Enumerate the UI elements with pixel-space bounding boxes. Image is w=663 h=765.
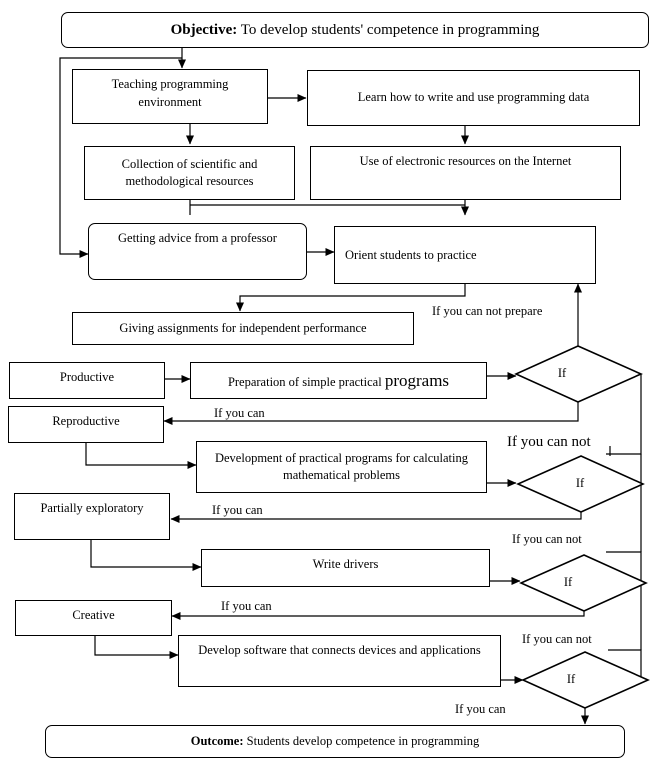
arrow-objective-to-advice <box>59 57 182 258</box>
assignments-label: Giving assignments for independent perfo… <box>119 320 367 335</box>
level-partially-box: Partially exploratory <box>14 493 170 540</box>
level-reproductive-box: Reproductive <box>8 406 164 443</box>
level-creative-box: Creative <box>15 600 172 636</box>
orient-practice-box: Orient students to practice <box>334 226 596 284</box>
objective-prefix: Objective: <box>170 21 238 38</box>
decision-4-label: If <box>566 672 576 686</box>
teaching-environment-label: Teaching programming environment <box>111 77 229 109</box>
can-label-4: If you can <box>455 702 506 716</box>
professor-advice-label: Getting advice from a professor <box>118 231 277 245</box>
level-productive-label: Productive <box>59 370 115 384</box>
task-math-label: Development of practical programs for ca… <box>214 450 469 483</box>
task-simple-programs-box: Preparation of simple practical programs <box>190 362 487 399</box>
cannot-label-2: If you can not <box>512 532 582 546</box>
decision-diamond-4 <box>521 651 650 709</box>
cannot-prepare-label: If you can not prepare <box>432 304 543 318</box>
decision-diamond-3 <box>519 554 648 612</box>
can-label-2: If you can <box>212 503 263 517</box>
learn-write-label: Learn how to write and use programming d… <box>357 90 590 105</box>
cannot-label-1: If you can not <box>507 434 591 450</box>
decision-3-label: If <box>563 575 573 589</box>
task-drivers-box: Write drivers <box>201 549 490 587</box>
learn-write-box: Learn how to write and use programming d… <box>307 70 640 126</box>
teaching-environment-box: Teaching programming environment <box>72 69 268 124</box>
arrow-if1-to-reproductive <box>163 402 579 425</box>
objective-box: Objective: To develop students' competen… <box>61 12 649 48</box>
arrow-merge-down <box>189 200 465 215</box>
orient-practice-label: Orient students to practice <box>345 248 477 262</box>
task-simple-prefix: Preparation of simple practical <box>227 374 382 389</box>
collection-resources-label: Collection of scientific and methodologi… <box>121 156 258 189</box>
outcome-text: Students develop competence in programmi… <box>246 733 480 748</box>
loop-if2-cannot <box>606 374 642 455</box>
decision-diamond-1 <box>514 345 643 403</box>
task-simple-suffix: programs <box>384 370 450 390</box>
arrow-if3-to-creative <box>171 611 585 620</box>
task-math-programs-box: Development of practical programs for ca… <box>196 441 487 493</box>
assignments-box: Giving assignments for independent perfo… <box>72 312 414 345</box>
decision-2-label: If <box>575 476 585 490</box>
can-label-1: If you can <box>214 406 265 420</box>
collection-resources-box: Collection of scientific and methodologi… <box>84 146 295 200</box>
arrow-reproductive-to-task <box>85 443 197 469</box>
arrow-orient-to-assignments <box>236 284 466 312</box>
electronic-resources-label: Use of electronic resources on the Inter… <box>359 154 572 168</box>
task-software-label: Develop software that connects devices a… <box>198 643 481 657</box>
arrow-partially-to-task <box>90 540 202 571</box>
level-productive-box: Productive <box>9 362 165 399</box>
objective-text: To develop students' competence in progr… <box>240 21 540 38</box>
arrow-creative-to-task <box>94 636 179 659</box>
level-reproductive-label: Reproductive <box>52 414 120 428</box>
level-creative-label: Creative <box>72 608 115 622</box>
task-drivers-label: Write drivers <box>312 557 379 571</box>
electronic-resources-box: Use of electronic resources on the Inter… <box>310 146 621 200</box>
can-label-3: If you can <box>221 599 272 613</box>
professor-advice-box: Getting advice from a professor <box>88 223 307 280</box>
decision-1-label: If <box>557 366 567 380</box>
level-partially-label: Partially exploratory <box>40 501 144 515</box>
arrow-if2-to-partially <box>170 512 582 523</box>
task-software-box: Develop software that connects devices a… <box>178 635 501 687</box>
outcome-prefix: Outcome: <box>190 733 244 748</box>
outcome-box: Outcome: Students develop competence in … <box>45 725 625 758</box>
cannot-label-3: If you can not <box>522 632 592 646</box>
decision-diamond-2 <box>516 455 645 513</box>
